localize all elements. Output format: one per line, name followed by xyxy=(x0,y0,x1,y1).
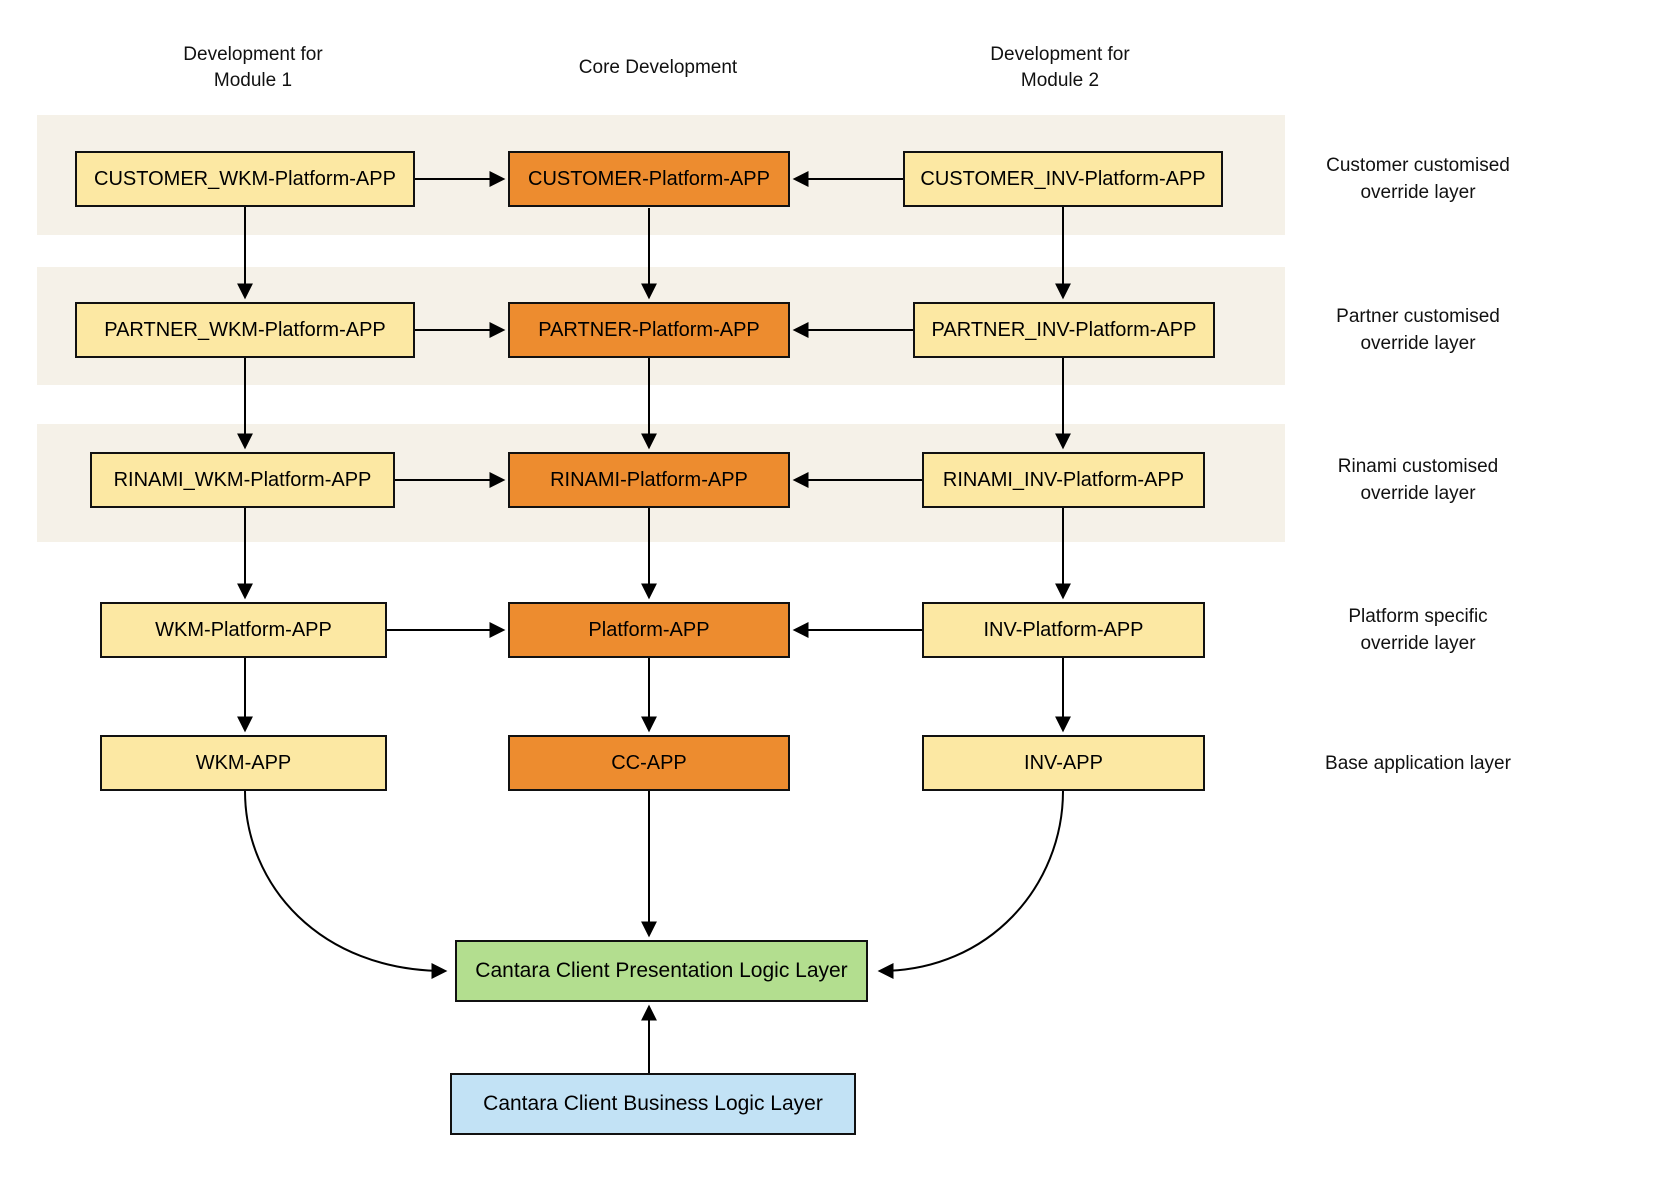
column-header-line: Core Development xyxy=(578,57,738,78)
node-cantara-client-presentation-logic-layer: Cantara Client Presentation Logic Layer xyxy=(455,940,868,1002)
node-partner-platform-app: PARTNER-Platform-APP xyxy=(508,302,790,358)
column-header-module-2: Development for Module 2 xyxy=(940,42,1180,93)
column-header-line: Development for xyxy=(183,44,323,65)
node-wkm-platform-app: WKM-Platform-APP xyxy=(100,602,387,658)
column-header-module-1: Development for Module 1 xyxy=(133,42,373,93)
node-cantara-client-business-logic-layer: Cantara Client Business Logic Layer xyxy=(450,1073,856,1135)
column-header-line: Module 1 xyxy=(213,69,293,91)
column-header-line: Development for xyxy=(990,44,1130,65)
node-cc-app: CC-APP xyxy=(508,735,790,791)
node-inv-app: INV-APP xyxy=(922,735,1205,791)
node-wkm-app: WKM-APP xyxy=(100,735,387,791)
node-customer-platform-app: CUSTOMER-Platform-APP xyxy=(508,151,790,207)
horizontal-arrows xyxy=(387,171,922,638)
column-header-core: Core Development xyxy=(538,55,778,81)
node-platform-app: Platform-APP xyxy=(508,602,790,658)
node-rinami-platform-app: RINAMI-Platform-APP xyxy=(508,452,790,508)
node-customer-inv-platform-app: CUSTOMER_INV-Platform-APP xyxy=(903,151,1223,207)
layer-label-base-application: Base application layer xyxy=(1325,753,1511,774)
layer-label-platform-specific: Platform specific override layer xyxy=(1348,606,1488,654)
layer-label-rinami: Rinami customised override layer xyxy=(1337,456,1499,504)
layer-label-partner: Partner customised override layer xyxy=(1336,306,1500,354)
layer-label-customer: Customer customised override layer xyxy=(1326,155,1510,203)
column-header-line: Module 2 xyxy=(1020,69,1100,91)
node-partner-inv-platform-app: PARTNER_INV-Platform-APP xyxy=(913,302,1215,358)
node-rinami-wkm-platform-app: RINAMI_WKM-Platform-APP xyxy=(90,452,395,508)
node-rinami-inv-platform-app: RINAMI_INV-Platform-APP xyxy=(922,452,1205,508)
node-customer-wkm-platform-app: CUSTOMER_WKM-Platform-APP xyxy=(75,151,415,207)
node-partner-wkm-platform-app: PARTNER_WKM-Platform-APP xyxy=(75,302,415,358)
node-inv-platform-app: INV-Platform-APP xyxy=(922,602,1205,658)
